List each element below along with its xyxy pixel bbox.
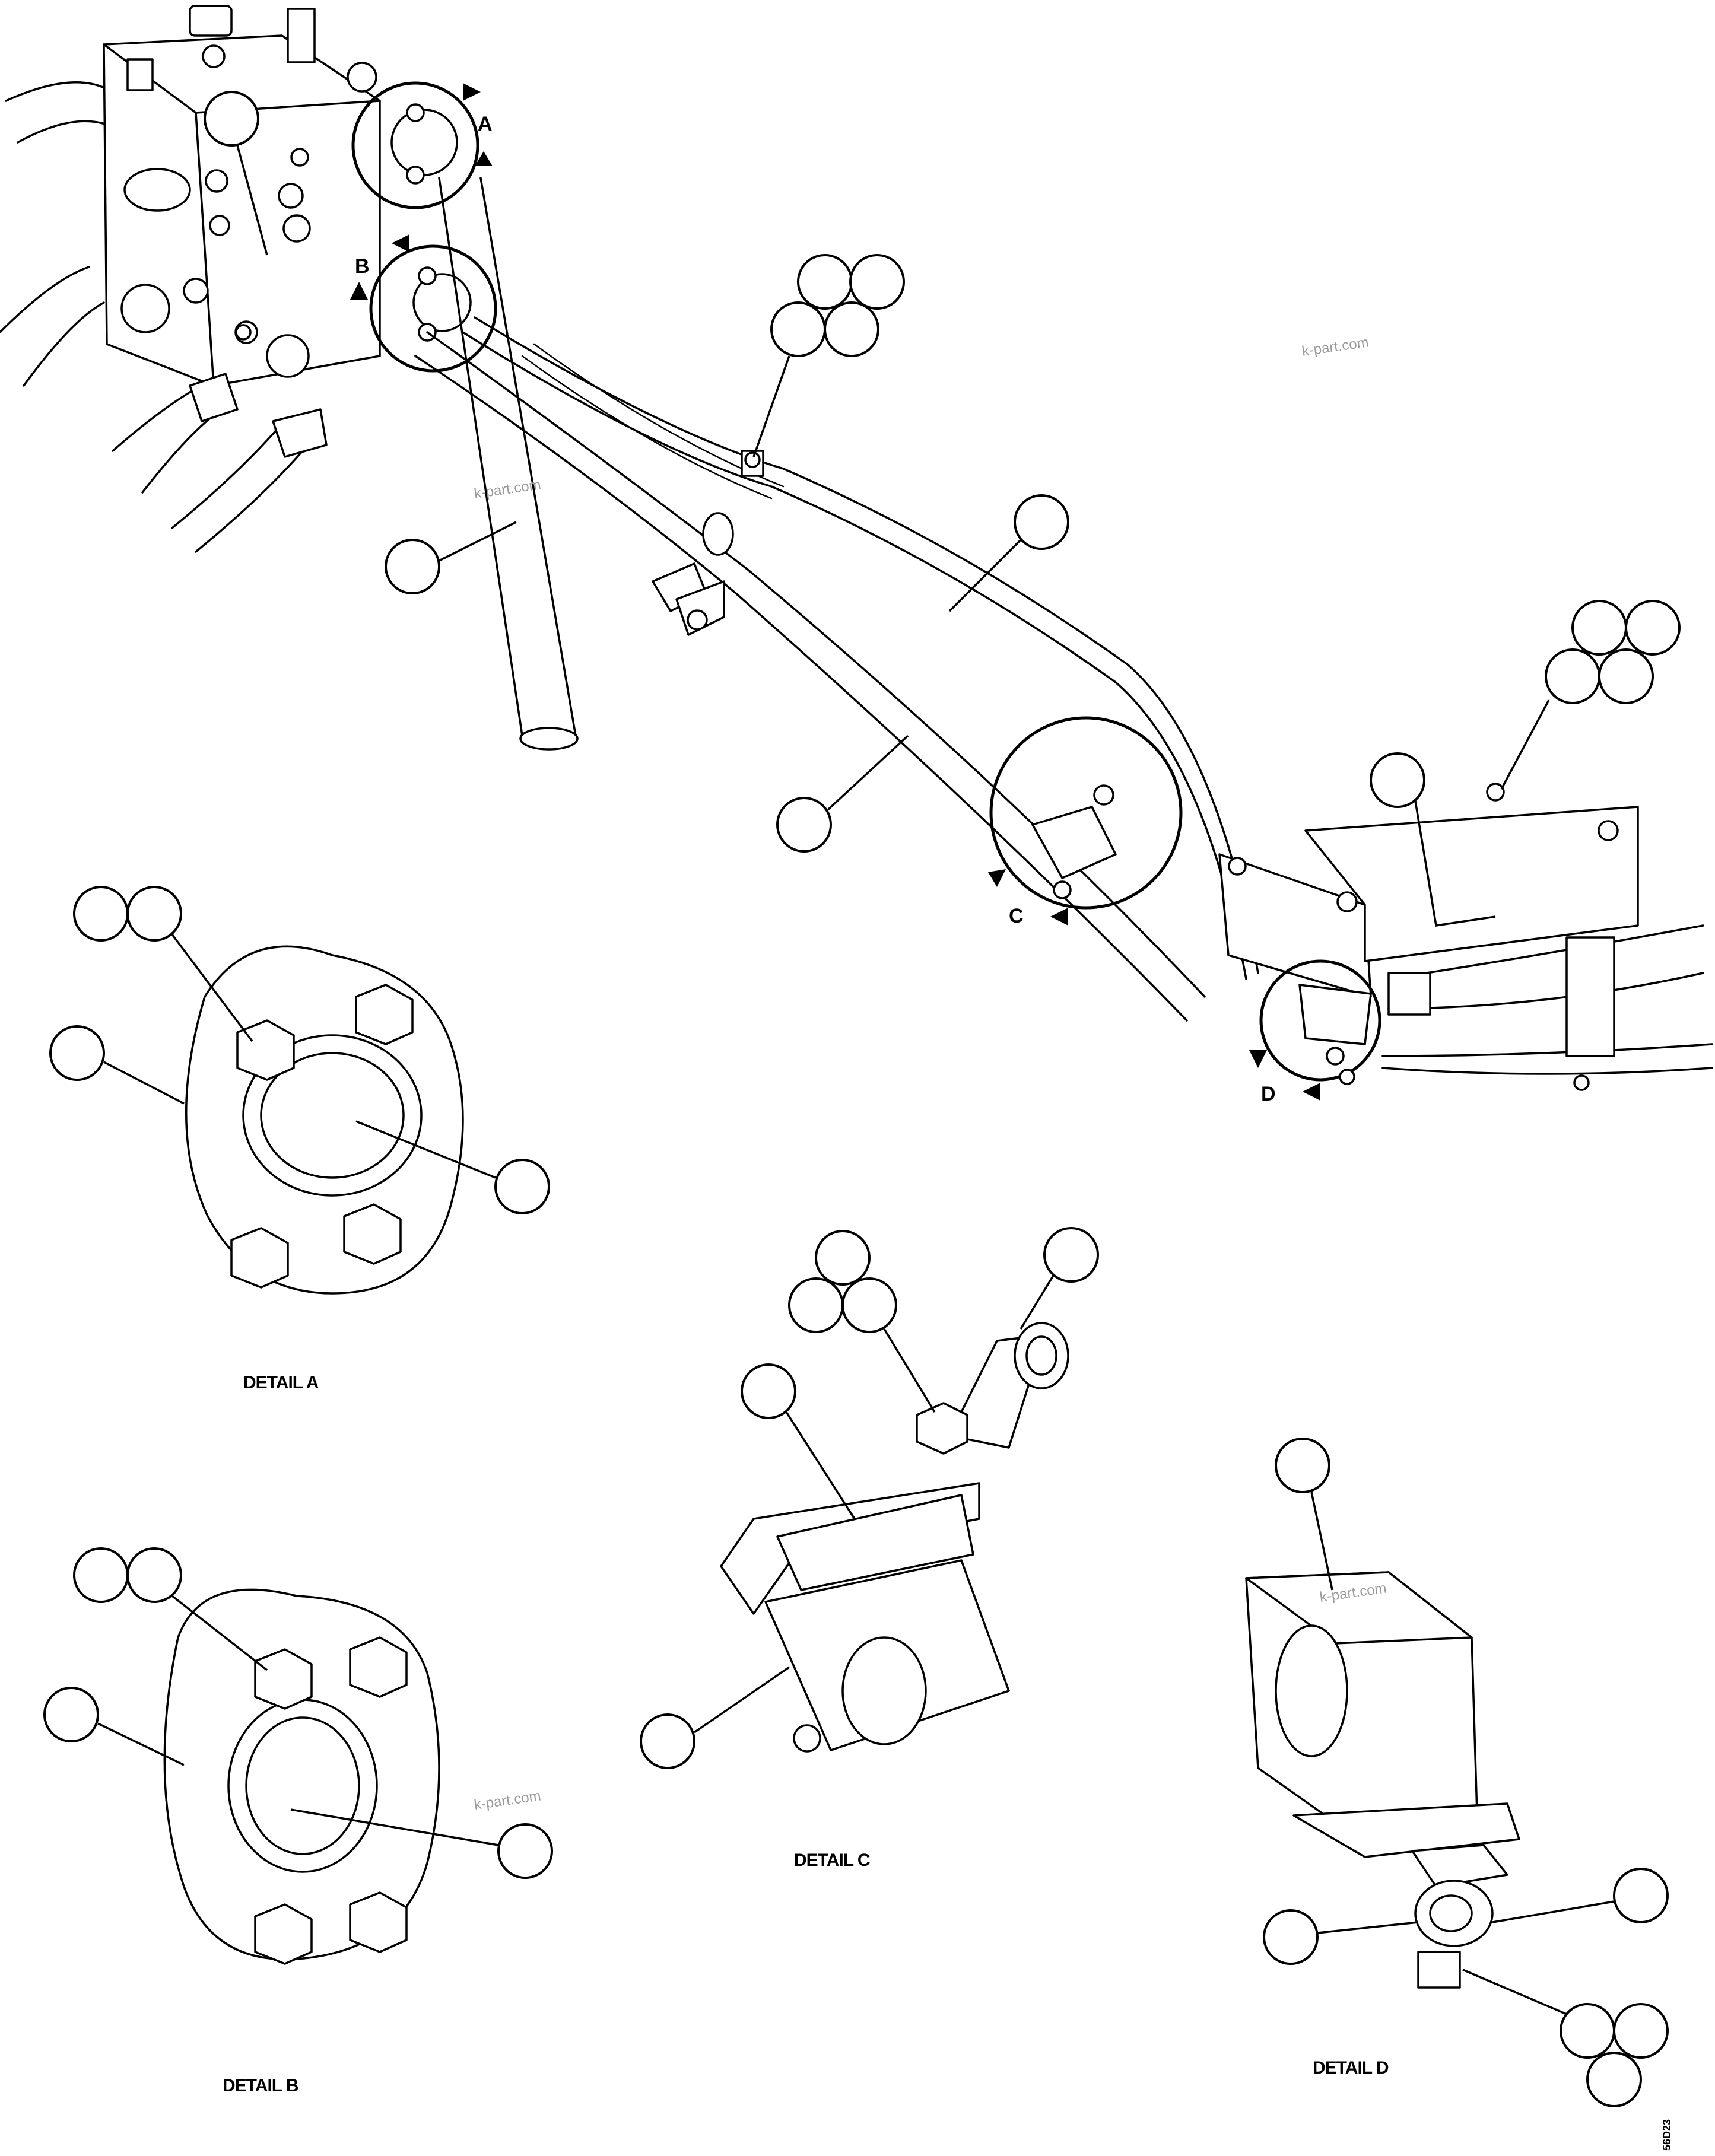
callout-bubble <box>1275 1438 1330 1493</box>
detail-a-flange: DETAIL A <box>185 945 464 1392</box>
callout-bubble <box>385 539 440 594</box>
detail-c-clamp: DETAIL C <box>720 1322 1069 1870</box>
detail-c-title: DETAIL C <box>794 1850 870 1870</box>
detail-a-title: DETAIL A <box>243 1373 319 1392</box>
callout-bubble <box>849 254 905 310</box>
callout-bubble <box>815 1230 871 1286</box>
callout-bubble <box>1545 648 1600 704</box>
callout-bubble <box>1613 1868 1669 1923</box>
callout-bubble <box>824 301 879 357</box>
callout-bubble <box>1370 752 1425 808</box>
callout-bubble <box>126 1547 182 1603</box>
callout-bubble <box>1560 2003 1615 2059</box>
callout-bubble <box>1613 2003 1669 2059</box>
callout-bubble <box>1014 494 1069 550</box>
detail-d-clamp: DETAIL D <box>1245 1571 1520 2078</box>
detail-a-marker: A <box>351 81 493 209</box>
bracket-plate <box>1218 783 1713 1091</box>
callout-bubble <box>43 1687 99 1742</box>
callout-bubble <box>640 1713 695 1769</box>
valve-block <box>0 5 381 553</box>
marker-c-label: C <box>1009 905 1024 927</box>
callout-bubble <box>741 1363 796 1419</box>
marker-b-label: B <box>355 255 370 278</box>
callout-bubble <box>1263 1909 1319 1965</box>
callout-bubble <box>788 1277 844 1333</box>
callout-bubble <box>73 886 129 942</box>
detail-d-title: DETAIL D <box>1313 2058 1389 2078</box>
detail-c-marker: C <box>988 716 1183 927</box>
callout-bubble <box>1043 1227 1099 1283</box>
detail-b-title: DETAIL B <box>223 2076 298 2095</box>
marker-d-label: D <box>1261 1083 1276 1105</box>
drawing-code: 56D23 <box>1661 2119 1673 2151</box>
callout-bubble <box>49 1025 105 1081</box>
callout-bubble <box>204 91 259 147</box>
callout-bubble <box>1625 600 1681 656</box>
callout-bubble <box>770 301 826 357</box>
detail-d-marker: D <box>1249 959 1381 1105</box>
watermark: k-part.com <box>1301 334 1370 360</box>
callout-bubble <box>841 1277 897 1333</box>
detail-b-flange: DETAIL B <box>163 1588 440 2095</box>
callout-bubble <box>776 797 832 853</box>
callout-bubble <box>126 886 182 942</box>
callout-bubble <box>73 1547 129 1603</box>
callout-bubble <box>797 254 853 310</box>
callout-bubble <box>1571 600 1627 656</box>
marker-a-label: A <box>478 113 493 135</box>
callout-bubble <box>1586 2052 1642 2107</box>
callout-bubble <box>494 1159 550 1214</box>
watermark: k-part.com <box>473 1788 542 1813</box>
callout-bubble <box>497 1823 553 1879</box>
callouts <box>43 91 1681 2107</box>
callout-bubble <box>1598 648 1654 704</box>
